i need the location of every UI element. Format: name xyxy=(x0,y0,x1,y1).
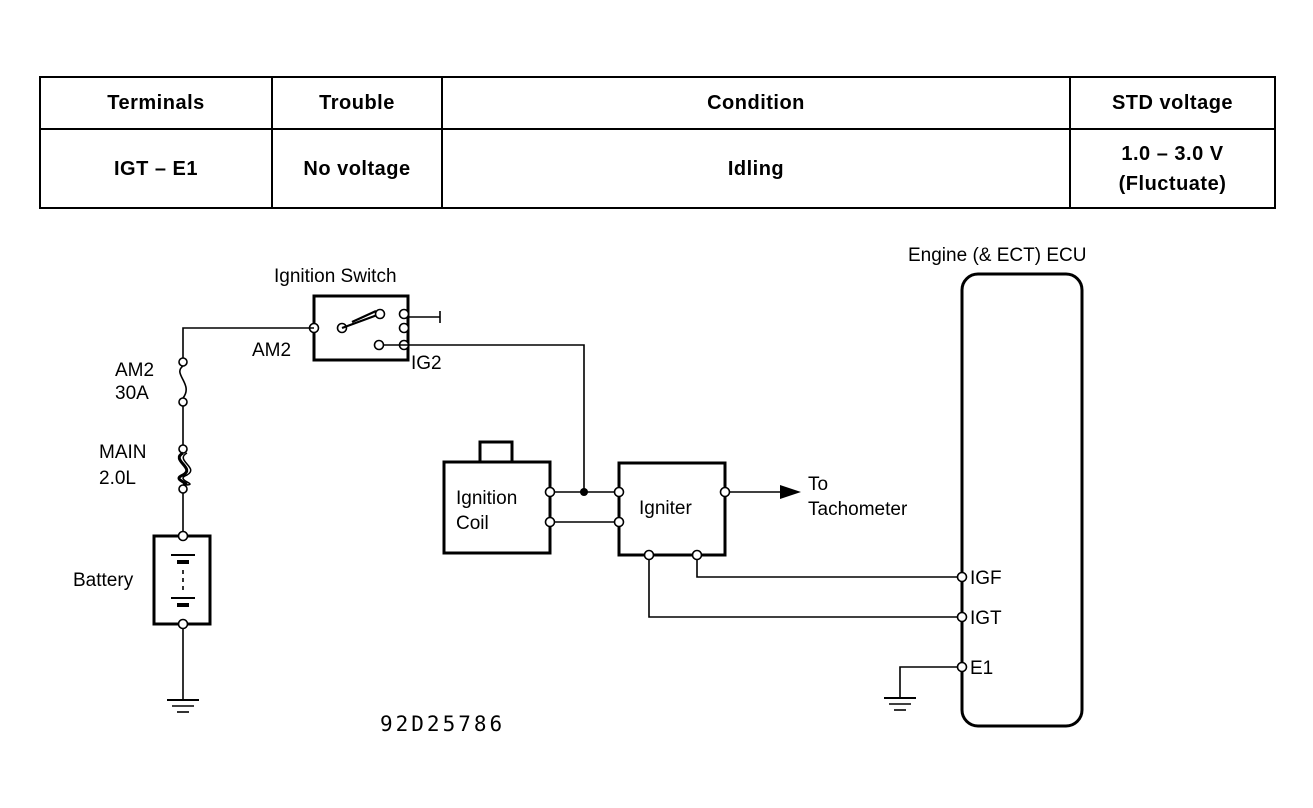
figure-code: 92D25786 xyxy=(380,712,505,736)
ignition-switch xyxy=(308,294,441,362)
igniter xyxy=(613,461,731,561)
cell-trouble: No voltage xyxy=(271,128,443,209)
header-condition: Condition xyxy=(441,76,1071,130)
tachometer-label-1: To xyxy=(808,474,828,495)
battery-label: Battery xyxy=(73,570,134,591)
table-header-row: Terminals Trouble Condition STD voltage xyxy=(39,76,1276,130)
std-voltage-note: (Fluctuate) xyxy=(1118,172,1227,195)
ignition-coil-label-1: Ignition xyxy=(456,488,517,509)
tachometer-label-2: Tachometer xyxy=(808,499,908,520)
fuse-main xyxy=(177,444,192,494)
ignition-coil-label-2: Coil xyxy=(456,513,489,534)
fuse-am2 xyxy=(178,357,188,407)
cell-std-voltage: 1.0 – 3.0 V (Fluctuate) xyxy=(1069,128,1276,209)
ecu xyxy=(956,272,1084,728)
header-std-voltage: STD voltage xyxy=(1069,76,1276,130)
igniter-label: Igniter xyxy=(639,498,692,519)
fuse-main-rating: 2.0L xyxy=(99,468,136,489)
ignition-switch-label: Ignition Switch xyxy=(274,266,397,287)
cell-condition: Idling xyxy=(441,128,1071,209)
junction-dot xyxy=(580,488,588,496)
battery xyxy=(152,530,212,630)
fuse-am2-rating: 30A xyxy=(115,383,149,404)
fuse-main-name: MAIN xyxy=(99,442,147,463)
ecu-title: Engine (& ECT) ECU xyxy=(908,245,1086,266)
spec-table: Terminals Trouble Condition STD voltage … xyxy=(39,76,1276,209)
ground-icon xyxy=(167,628,199,713)
tachometer-arrow-icon xyxy=(729,485,801,499)
header-terminals: Terminals xyxy=(39,76,273,130)
ecu-igt-label: IGT xyxy=(970,608,1002,629)
ignition-coil xyxy=(442,440,556,555)
header-trouble: Trouble xyxy=(271,76,443,130)
ecu-igf-label: IGF xyxy=(970,568,1002,589)
ig2-terminal-label: IG2 xyxy=(411,353,442,374)
std-voltage-range: 1.0 – 3.0 V xyxy=(1121,142,1224,165)
cell-terminals: IGT – E1 xyxy=(39,128,273,209)
am2-terminal-label: AM2 xyxy=(252,340,291,361)
table-row: IGT – E1 No voltage Idling 1.0 – 3.0 V (… xyxy=(39,128,1276,209)
ecu-ground-icon xyxy=(884,666,958,711)
fuse-am2-name: AM2 xyxy=(115,360,154,381)
ecu-e1-label: E1 xyxy=(970,658,993,679)
